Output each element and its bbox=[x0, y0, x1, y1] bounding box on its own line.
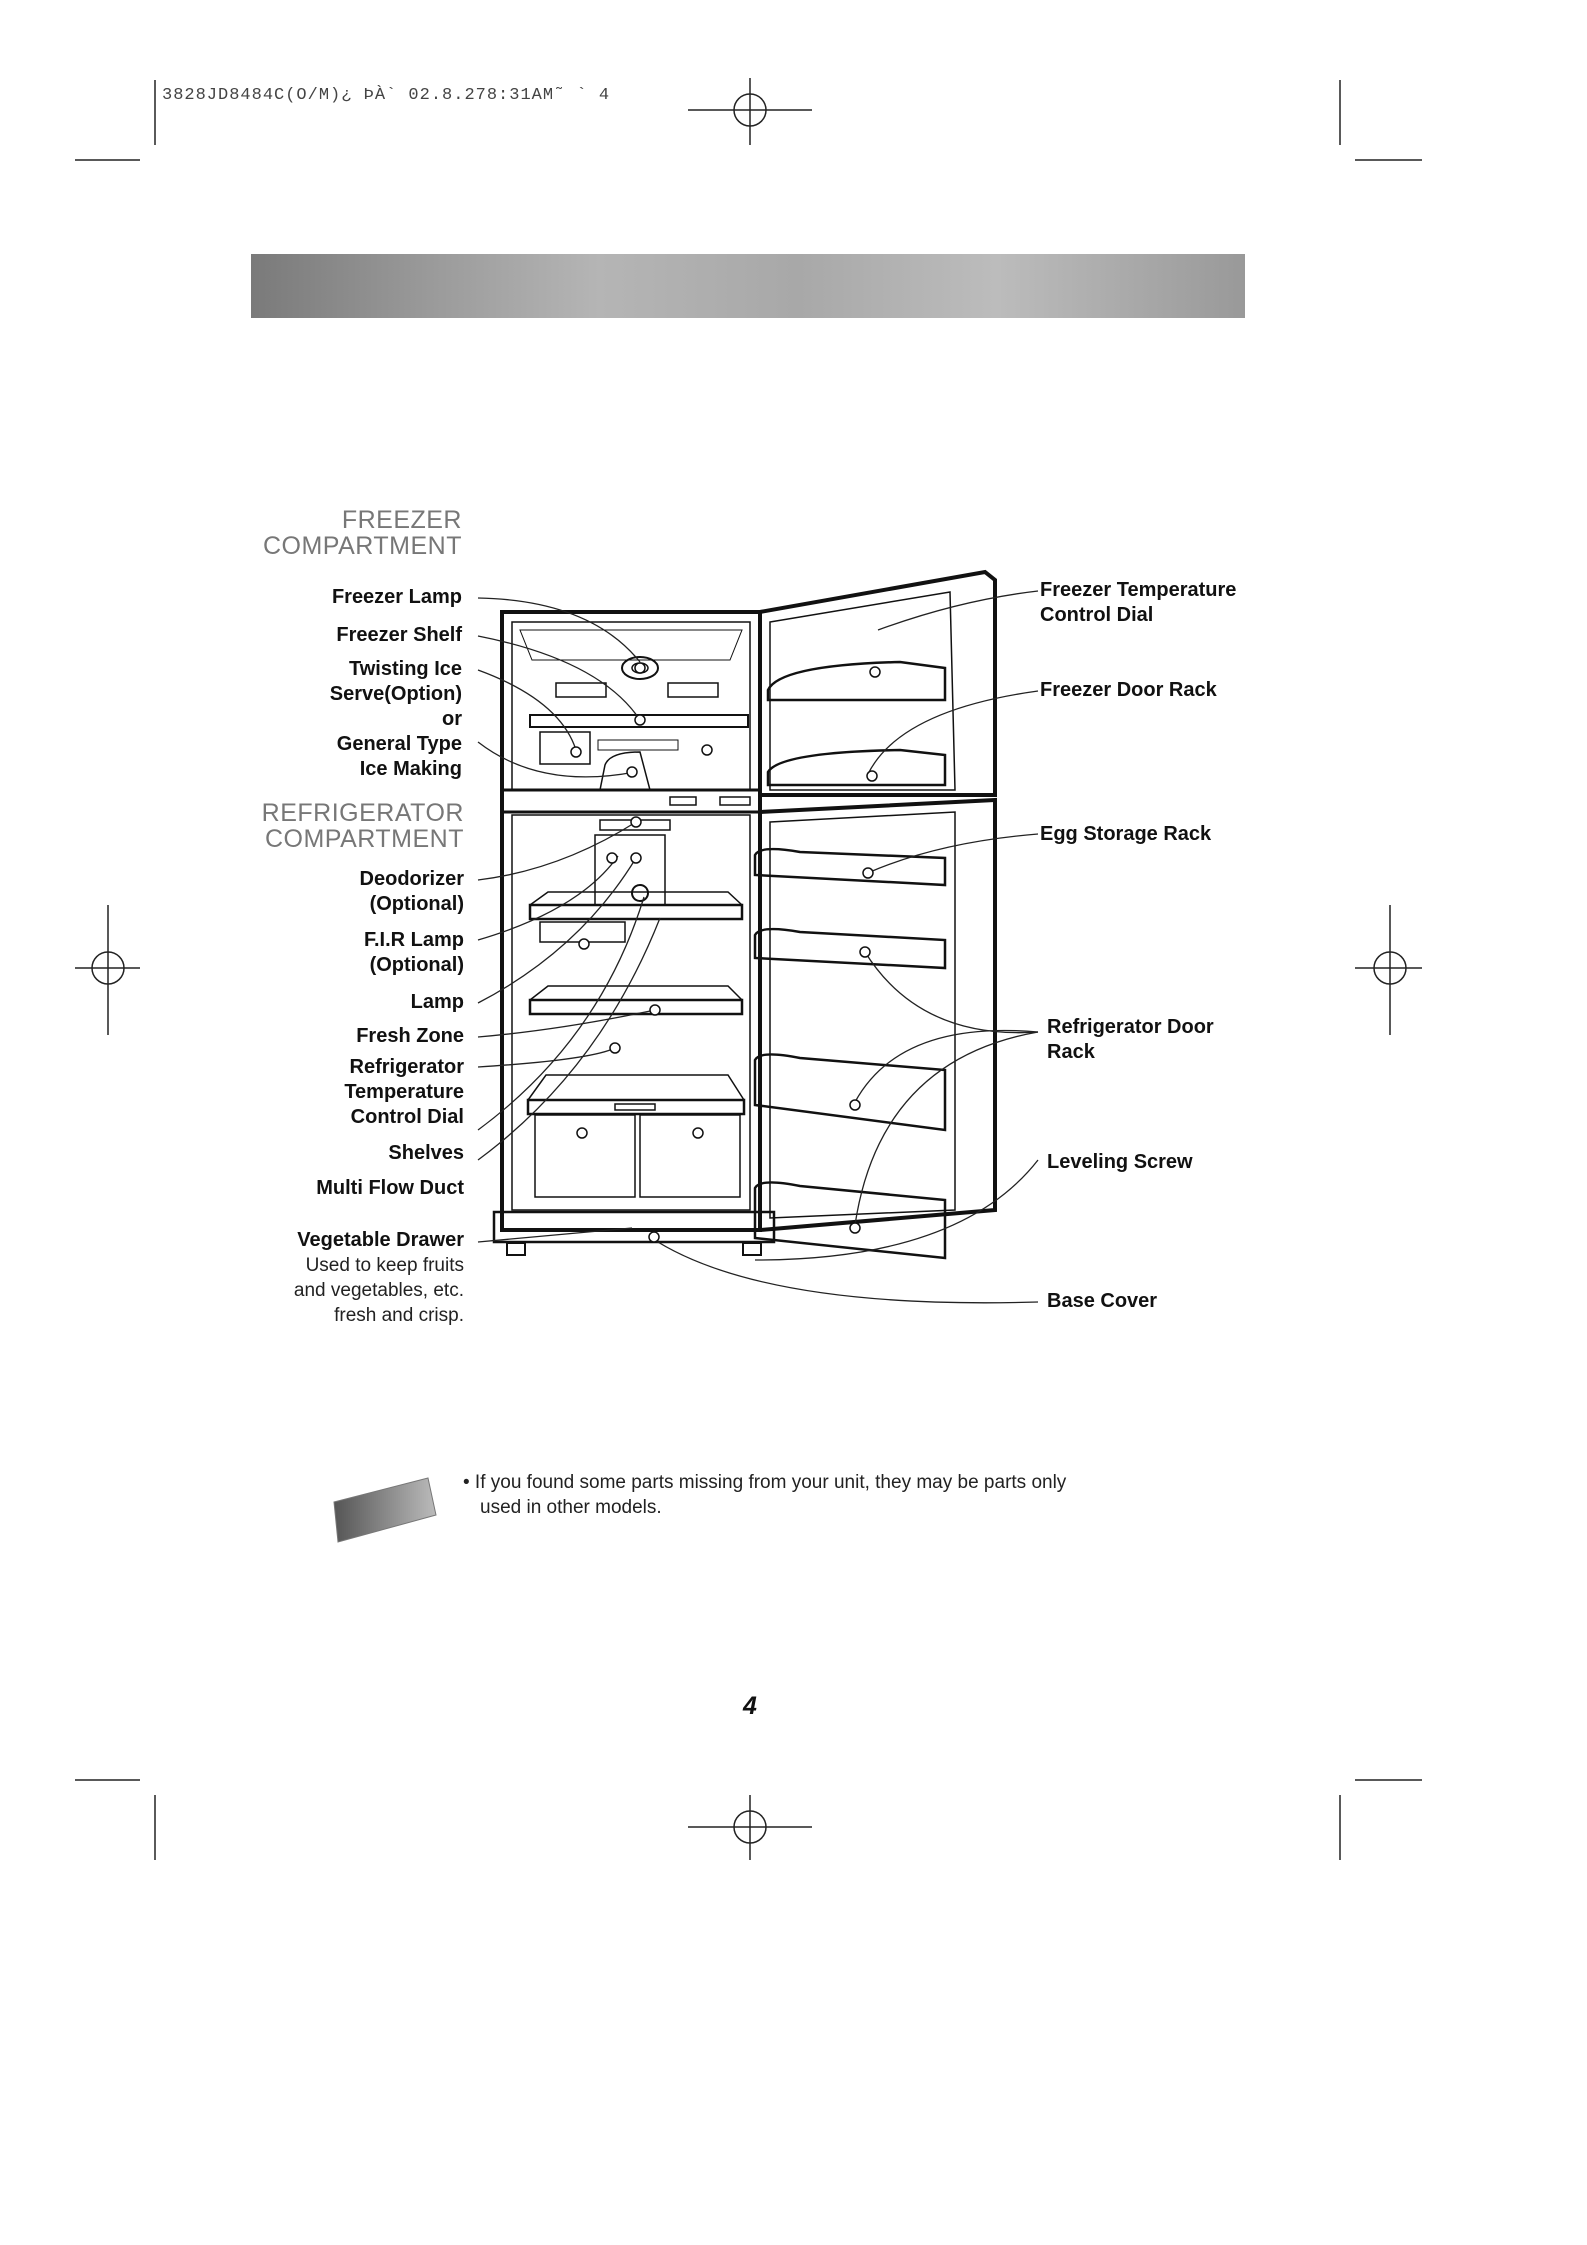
refrigerator-heading-line2: COMPARTMENT bbox=[200, 826, 464, 852]
label-ref-temp-dial: Refrigerator Temperature Control Dial bbox=[200, 1055, 464, 1130]
label-ref-door-rack: Refrigerator Door Rack bbox=[1047, 1015, 1214, 1065]
label-base-cover: Base Cover bbox=[1047, 1289, 1157, 1314]
fridge-body bbox=[494, 572, 995, 1258]
parts-note-line1: • If you found some parts missing from y… bbox=[463, 1470, 1163, 1495]
label-freezer-door-rack: Freezer Door Rack bbox=[1040, 678, 1217, 703]
freezer-heading: FREEZER COMPARTMENT bbox=[200, 507, 462, 559]
parts-note-line2: used in other models. bbox=[463, 1495, 1163, 1520]
freezer-heading-line1: FREEZER bbox=[200, 507, 462, 533]
label-ref-temp-line3: Control Dial bbox=[200, 1105, 464, 1130]
label-lamp: Lamp bbox=[200, 990, 464, 1015]
page-number: 4 bbox=[730, 1692, 770, 1721]
label-leveling-screw: Leveling Screw bbox=[1047, 1150, 1193, 1175]
section-banner bbox=[251, 254, 1245, 318]
label-ref-door-rack-line1: Refrigerator Door bbox=[1047, 1015, 1214, 1040]
label-freezer-temp-dial: Freezer Temperature Control Dial bbox=[1040, 578, 1236, 628]
label-ref-door-rack-line2: Rack bbox=[1047, 1040, 1214, 1065]
label-or: or bbox=[200, 707, 462, 732]
label-twisting-ice-line1: Twisting Ice bbox=[200, 657, 462, 682]
label-deodorizer-line2: (Optional) bbox=[200, 892, 464, 917]
label-fresh-zone: Fresh Zone bbox=[200, 1024, 464, 1049]
label-freezer-temp-line2: Control Dial bbox=[1040, 603, 1236, 628]
label-deodorizer: Deodorizer (Optional) bbox=[200, 867, 464, 917]
label-fir-lamp-line1: F.I.R Lamp bbox=[200, 928, 464, 953]
label-freezer-shelf: Freezer Shelf bbox=[200, 623, 462, 648]
vegetable-drawer-description: Used to keep fruits and vegetables, etc.… bbox=[200, 1253, 464, 1328]
label-twisting-ice: Twisting Ice Serve(Option) or General Ty… bbox=[200, 657, 462, 782]
note-icon bbox=[334, 1478, 436, 1542]
label-vegetable-drawer: Vegetable Drawer bbox=[200, 1228, 464, 1253]
label-general-type-line2: Ice Making bbox=[200, 757, 462, 782]
refrigerator-heading: REFRIGERATOR COMPARTMENT bbox=[200, 800, 464, 852]
label-shelves: Shelves bbox=[200, 1141, 464, 1166]
veg-desc-line1: Used to keep fruits bbox=[200, 1253, 464, 1278]
label-egg-storage-rack: Egg Storage Rack bbox=[1040, 822, 1211, 847]
veg-desc-line3: fresh and crisp. bbox=[200, 1303, 464, 1328]
parts-note: • If you found some parts missing from y… bbox=[463, 1470, 1163, 1520]
label-deodorizer-line1: Deodorizer bbox=[200, 867, 464, 892]
label-freezer-temp-line1: Freezer Temperature bbox=[1040, 578, 1236, 603]
label-general-type-line1: General Type bbox=[200, 732, 462, 757]
veg-desc-line2: and vegetables, etc. bbox=[200, 1278, 464, 1303]
label-ref-temp-line2: Temperature bbox=[200, 1080, 464, 1105]
label-freezer-lamp: Freezer Lamp bbox=[200, 585, 462, 610]
label-ref-temp-line1: Refrigerator bbox=[200, 1055, 464, 1080]
refrigerator-heading-line1: REFRIGERATOR bbox=[200, 800, 464, 826]
label-fir-lamp: F.I.R Lamp (Optional) bbox=[200, 928, 464, 978]
label-fir-lamp-line2: (Optional) bbox=[200, 953, 464, 978]
freezer-heading-line2: COMPARTMENT bbox=[200, 533, 462, 559]
label-multi-flow-duct: Multi Flow Duct bbox=[200, 1176, 464, 1201]
label-twisting-ice-line2: Serve(Option) bbox=[200, 682, 462, 707]
print-slug: 3828JD8484C(O/M)¿ ÞÀ` 02.8.278:31AM˜ ` 4 bbox=[162, 86, 610, 105]
